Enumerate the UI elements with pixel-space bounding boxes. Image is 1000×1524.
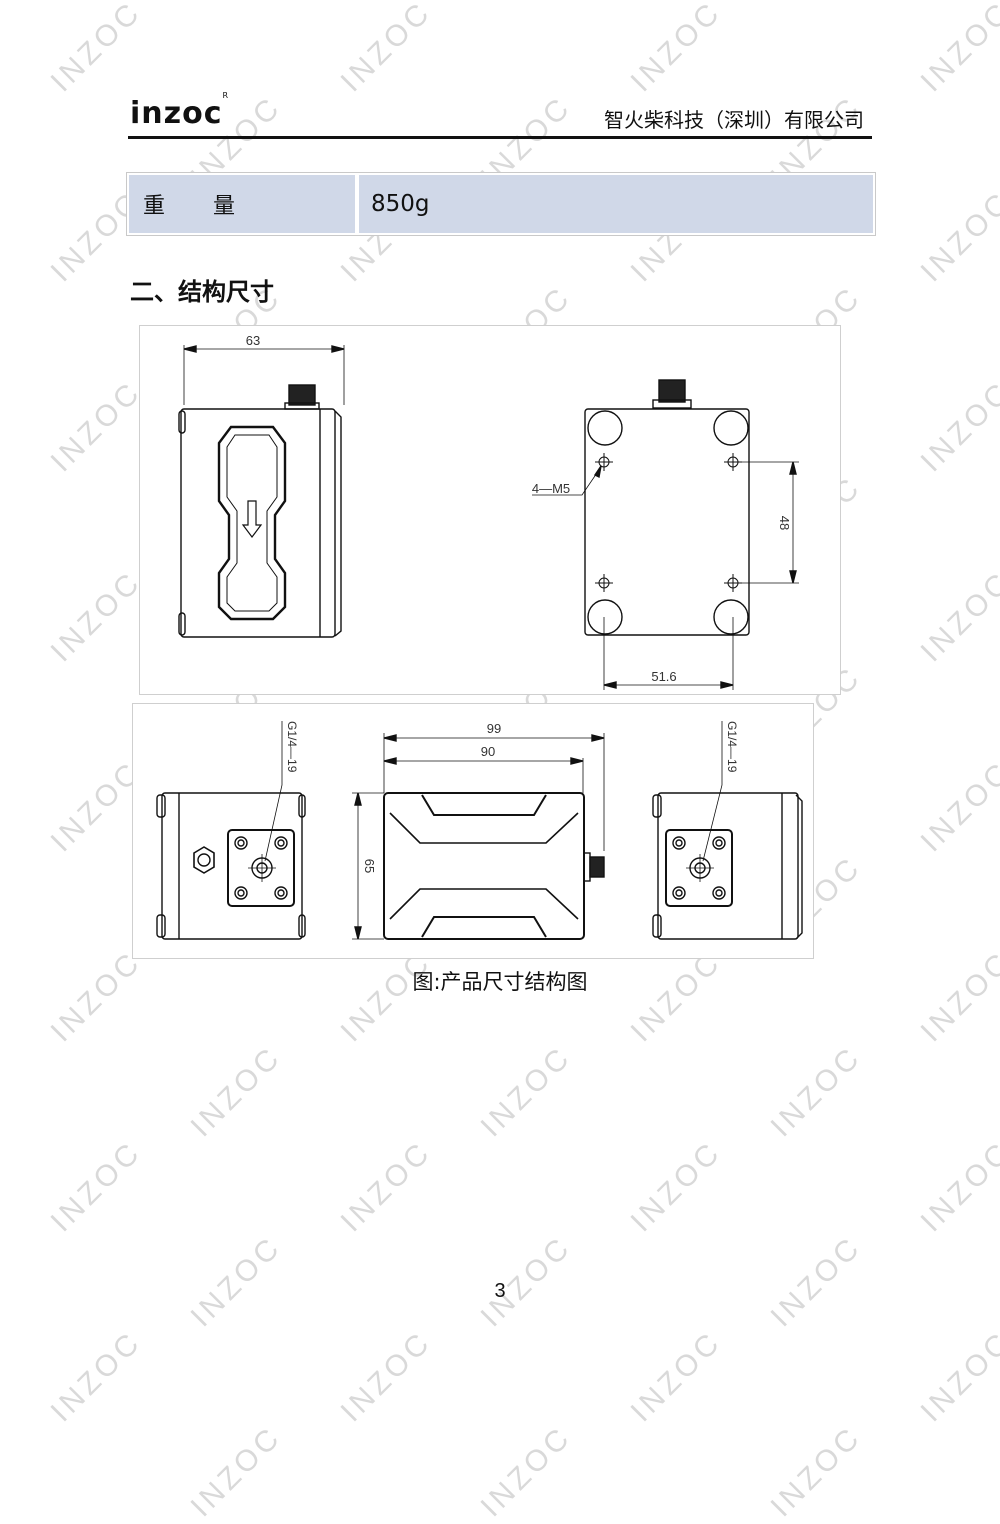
company-name: 智火柴科技（深圳）有限公司 xyxy=(604,108,864,132)
watermark-text: INZOC xyxy=(474,1419,579,1524)
thread-label-right: G1/4—19 xyxy=(725,721,739,773)
header-divider xyxy=(128,136,872,139)
dim-63: 63 xyxy=(246,333,260,348)
thread-label-left: G1/4—19 xyxy=(285,721,299,773)
dim-48: 48 xyxy=(777,516,792,530)
section-title: 二、结构尺寸 xyxy=(130,278,274,306)
figure-caption: 图:产品尺寸结构图 xyxy=(412,970,588,994)
dim-99: 99 xyxy=(487,721,501,736)
dimension-drawing-top: 63 4—M5 48 51.6 xyxy=(139,325,841,695)
page-number: 3 xyxy=(494,1280,506,1302)
hole-spec-label: 4—M5 xyxy=(532,481,570,496)
spec-label-weight: 重量 xyxy=(129,175,355,233)
watermark-text: INZOC xyxy=(764,1419,869,1524)
dimension-drawing-bottom: G1/4—19 99 90 65 G1/4—19 xyxy=(132,703,814,959)
watermark-text: INZOC xyxy=(184,1419,289,1524)
company-logo: inzocR xyxy=(130,91,229,131)
dim-51-6: 51.6 xyxy=(651,669,676,684)
page-header: inzocR 智火柴科技（深圳）有限公司 xyxy=(128,91,872,136)
registered-mark: R xyxy=(222,91,230,100)
logo-text: inzoc xyxy=(130,96,223,131)
spec-table: 重量 850g xyxy=(126,172,876,236)
dim-90: 90 xyxy=(481,744,495,759)
spec-value-weight: 850g xyxy=(359,175,873,233)
dim-65: 65 xyxy=(362,859,377,873)
